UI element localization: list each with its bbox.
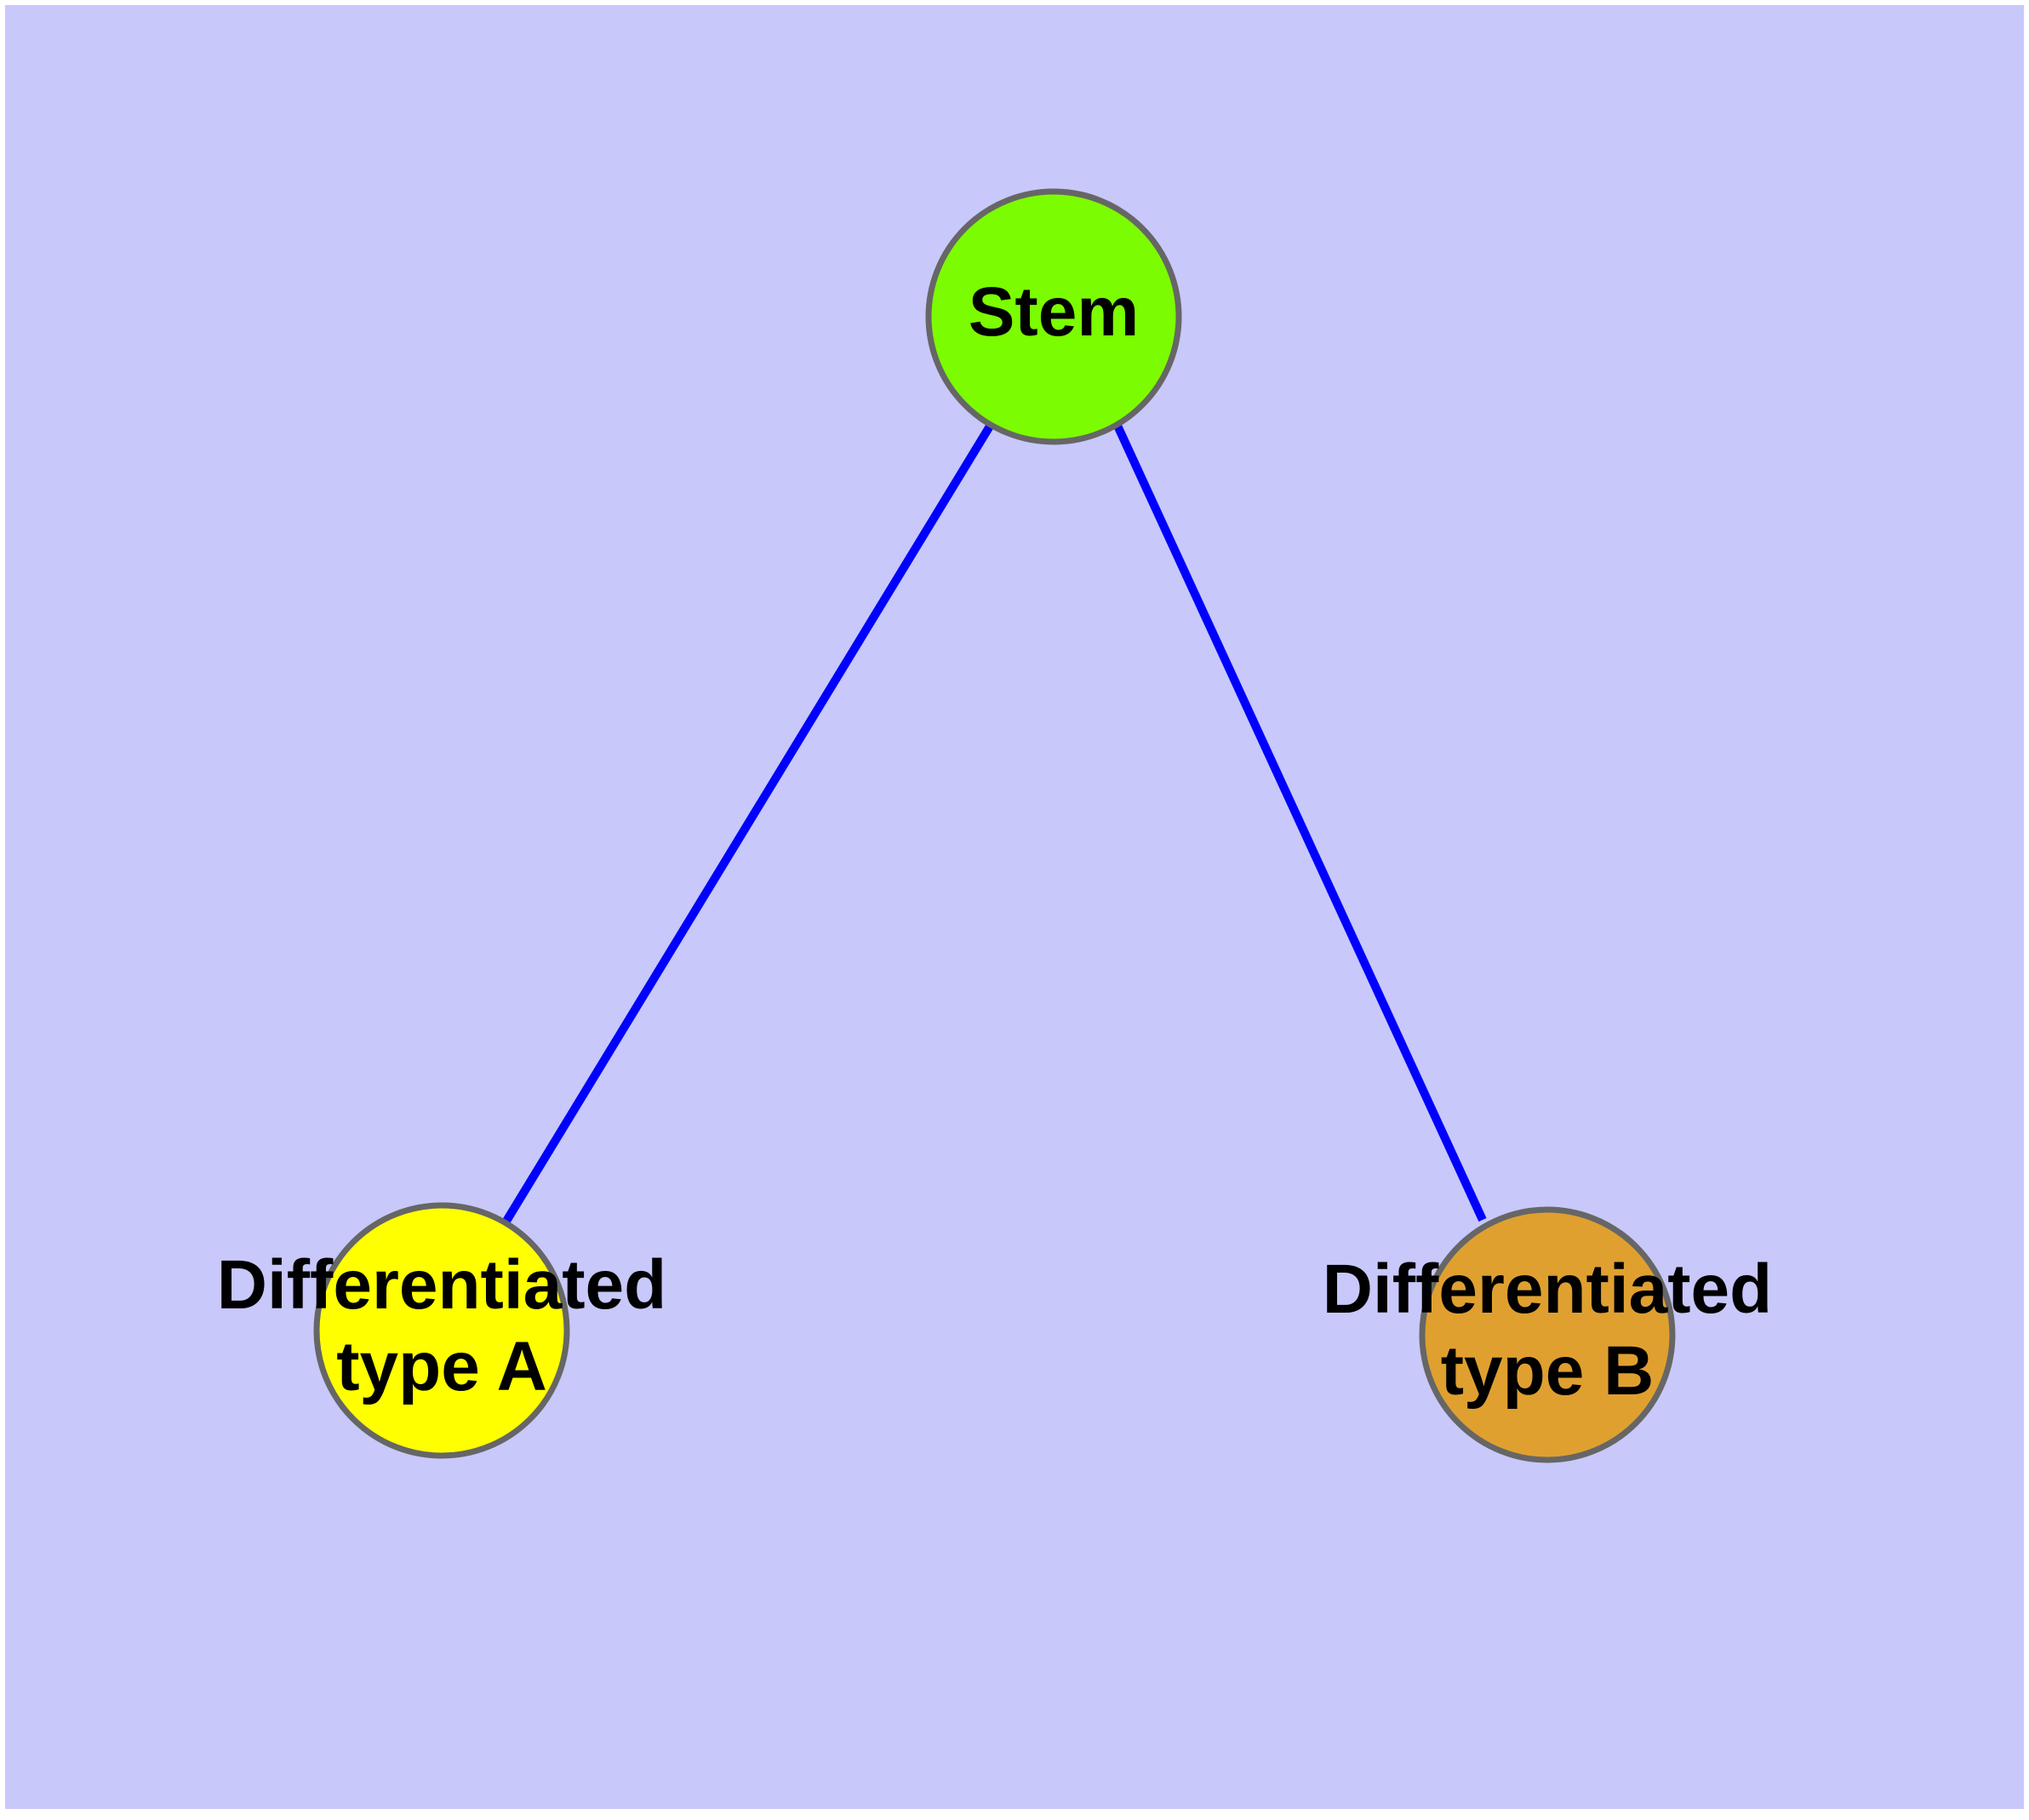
nodes-group [313,188,1676,1463]
node-label-line: type A [336,1328,547,1405]
node-label-line: type B [1441,1332,1655,1410]
node-label-stem: Stem [969,273,1140,351]
edge-stem-to-diff_a[interactable] [501,422,995,1225]
node-label-line: Differentiated [1323,1251,1773,1328]
node-diff_a[interactable] [313,1202,570,1459]
edge-stem-to-diff_b[interactable] [1113,423,1487,1222]
node-label-line: Differentiated [217,1246,667,1324]
node-stem[interactable] [925,188,1182,445]
edges-group [501,422,1487,1225]
node-label-line: Stem [969,273,1140,351]
node-diff_b[interactable] [1419,1206,1676,1463]
